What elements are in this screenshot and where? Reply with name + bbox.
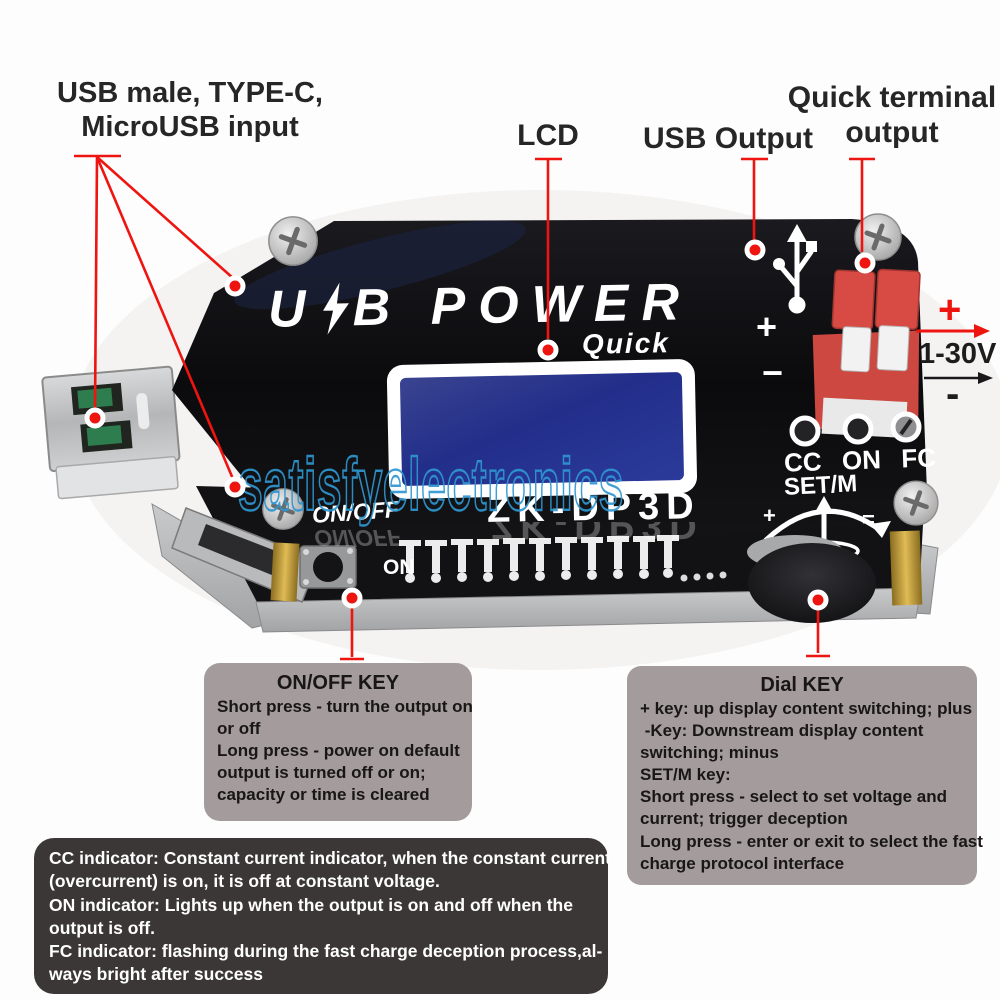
dot-dial-key xyxy=(807,589,829,611)
dial-key-line: Long press - enter or exit to select the… xyxy=(640,831,983,851)
label-quick-terminal-line2: output xyxy=(845,116,939,150)
on-off-key-line: output is turned off or on; xyxy=(217,763,426,783)
on-off-key-line: or off xyxy=(217,719,261,739)
standoff-right xyxy=(889,530,923,606)
indicator-info-line: ON indicator: Lights up when the output … xyxy=(49,894,573,915)
output-arrows xyxy=(916,324,993,384)
dot-input-top xyxy=(224,275,246,297)
terminal-block xyxy=(812,268,921,438)
dial-plus: + xyxy=(763,503,776,528)
dot-microusb xyxy=(224,476,246,498)
on-off-key-line: Short press - turn the output on xyxy=(217,697,473,716)
indicator-info-box: CC indicator: Constant current indicator… xyxy=(34,838,611,994)
on-off-key-line: capacity or time is cleared xyxy=(217,785,430,805)
indicator-info-line: CC indicator: Constant current indicator… xyxy=(49,848,611,868)
on-off-key-box: ON/OFF KEY Short press - turn the output… xyxy=(204,663,473,821)
label-quick-terminal-line1: Quick terminal xyxy=(787,81,997,114)
label-quick-terminal: Quick terminal output xyxy=(786,80,998,151)
dot-on-off-key xyxy=(341,587,363,609)
dial-equals: = xyxy=(862,507,875,532)
dot-quick-terminal xyxy=(854,252,876,274)
dial-key-line: switching; minus xyxy=(640,743,779,763)
label-output-minus: - xyxy=(946,372,960,416)
indicator-info-line: output is off. xyxy=(49,917,155,938)
on-off-switch xyxy=(299,545,357,589)
label-usb-input: USB male, TYPE-C, MicroUSB input xyxy=(30,76,350,144)
lcd-screen xyxy=(386,359,698,499)
standoff-left xyxy=(270,542,300,602)
on-off-key-line: Long press - power on default xyxy=(217,741,460,761)
label-output-plus: + xyxy=(938,288,962,332)
label-lcd: LCD xyxy=(517,119,579,152)
label-output-voltage: 1-30V xyxy=(919,338,997,370)
terminal-plus: + xyxy=(756,306,778,347)
dot-usb-male xyxy=(84,407,106,429)
indicator-leds xyxy=(789,411,922,447)
callout-dots xyxy=(84,239,876,611)
dial-key-line: Short press - select to set voltage and xyxy=(640,787,948,807)
dot-usb-output xyxy=(744,239,766,261)
label-usb-output: USB Output xyxy=(643,122,813,155)
dial-key-line: current; trigger deception xyxy=(640,809,848,829)
indicator-info-line: ways bright after success xyxy=(49,964,263,985)
indicator-info-line: FC indicator: flashing during the fast c… xyxy=(49,941,603,962)
lightning-bolt-icon xyxy=(322,282,349,335)
dial-key-title: Dial KEY xyxy=(760,674,844,696)
dial-key-line: + key: up display content switching; plu… xyxy=(640,699,973,718)
on-off-key-title: ON/OFF KEY xyxy=(276,672,400,694)
dial-key-line: charge protocol interface xyxy=(640,853,845,873)
usb-symbol xyxy=(773,224,817,314)
dial-key-line: -Key: Downstream display content xyxy=(640,721,924,741)
dial-knob xyxy=(748,543,876,623)
pin-header-row xyxy=(399,535,727,583)
label-usb-input-line2: MicroUSB input xyxy=(81,111,299,144)
dial-key-box: Dial KEY + key: up display content switc… xyxy=(627,666,983,885)
terminal-minus: − xyxy=(762,352,784,393)
indicator-info-line: (overcurrent) is on, it is off at consta… xyxy=(49,871,440,892)
callout-lines xyxy=(74,154,875,661)
dial-key-line: SET/M key: xyxy=(640,765,731,785)
cover-sheen xyxy=(234,220,526,310)
usb-male-plug xyxy=(41,365,181,500)
dot-lcd xyxy=(537,339,559,361)
switch-on-print: ON xyxy=(383,556,415,579)
label-usb-input-line1: USB male, TYPE-C, xyxy=(57,77,323,109)
